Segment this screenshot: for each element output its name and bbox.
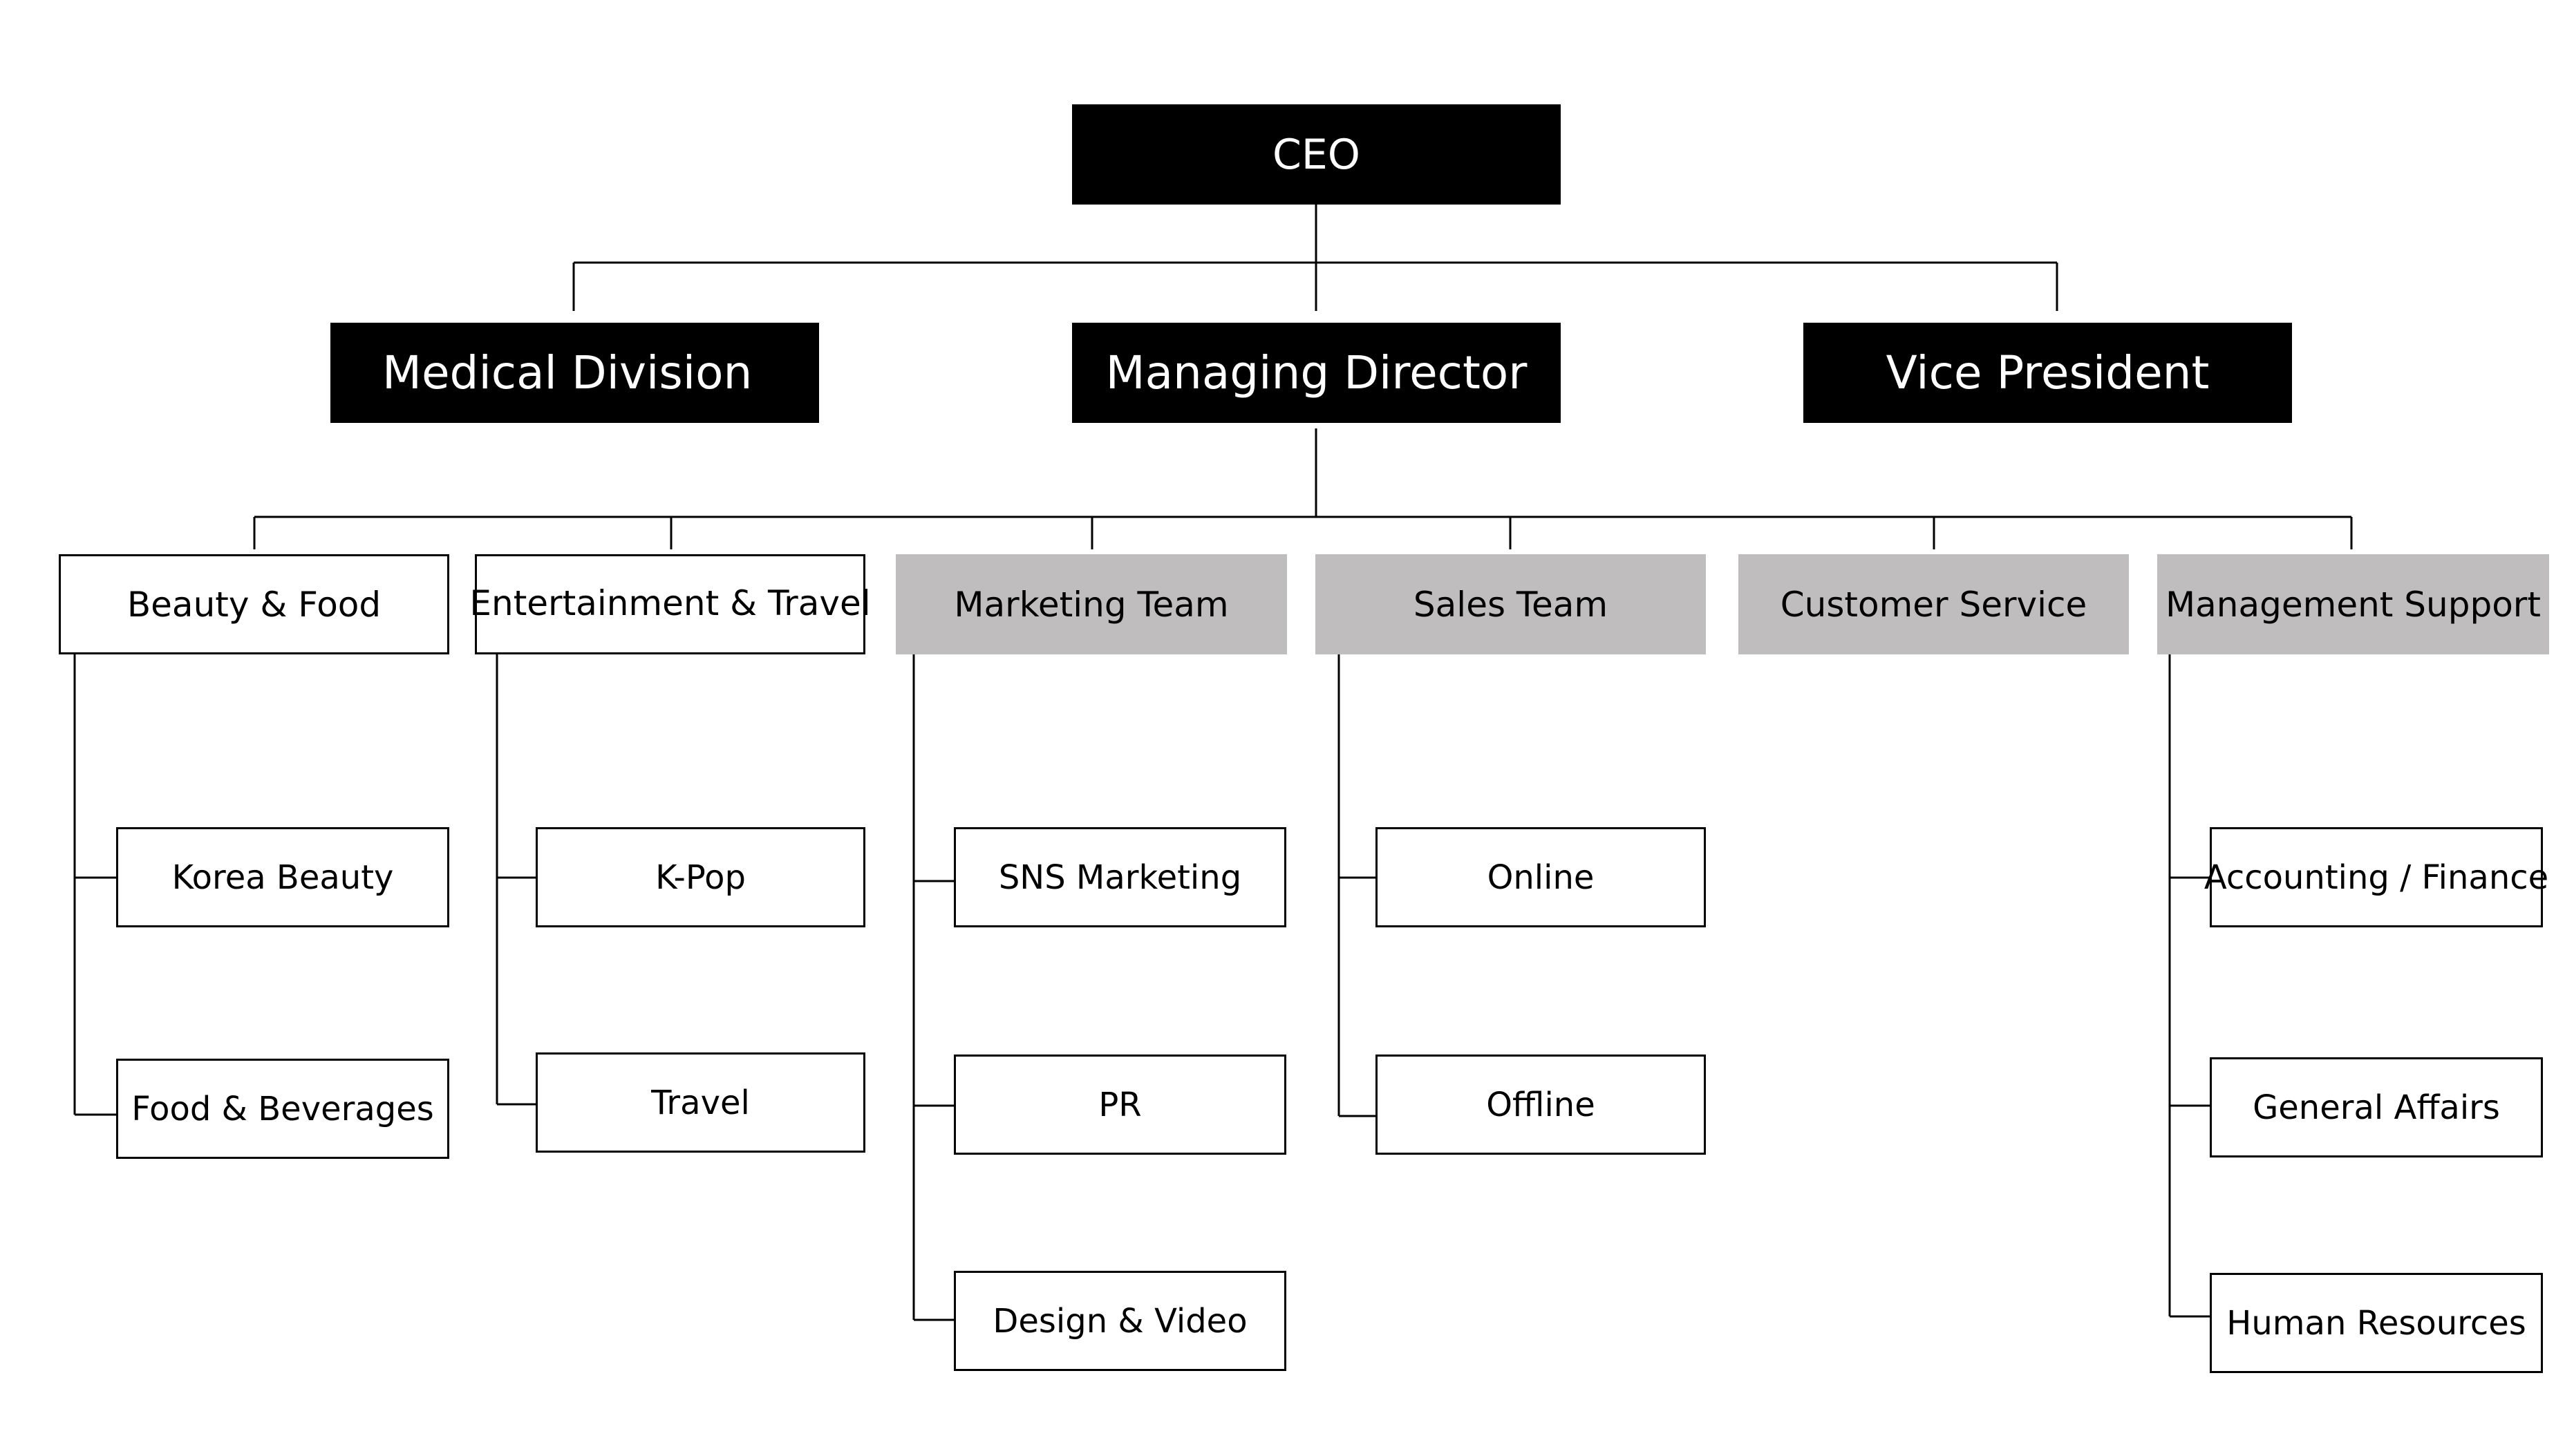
dept-beauty-food: Beauty & Food [59,554,449,654]
team-offline: Offline [1375,1055,1706,1155]
team-travel: Travel [536,1052,865,1153]
team-accounting-finance: Accounting / Finance [2204,827,2548,927]
dept-sales-team: Sales Team [1315,554,1706,654]
vice-president-box: Vice President [1803,323,2292,423]
team-pr: PR [954,1055,1286,1155]
team-human-resources: Human Resources [2210,1273,2543,1373]
team-korea-beauty: Korea Beauty [116,827,449,927]
dept-management-support: Management Support [2157,554,2549,654]
team-sns-marketing: SNS Marketing [954,827,1286,927]
ceo-box: CEO [1072,104,1561,205]
dept-marketing-team: Marketing Team [896,554,1287,654]
dept-entertainment-travel: Entertainment & Travel [469,554,871,654]
team-general-affairs: General Affairs [2210,1057,2543,1157]
team-k-pop: K-Pop [536,827,865,927]
team-food-beverages: Food & Beverages [116,1059,449,1159]
team-online: Online [1375,827,1706,927]
team-design-video: Design & Video [954,1271,1286,1371]
managing-director-box: Managing Director [1072,323,1561,423]
medical-division-box: Medical Division [330,323,819,423]
dept-customer-service: Customer Service [1738,554,2129,654]
